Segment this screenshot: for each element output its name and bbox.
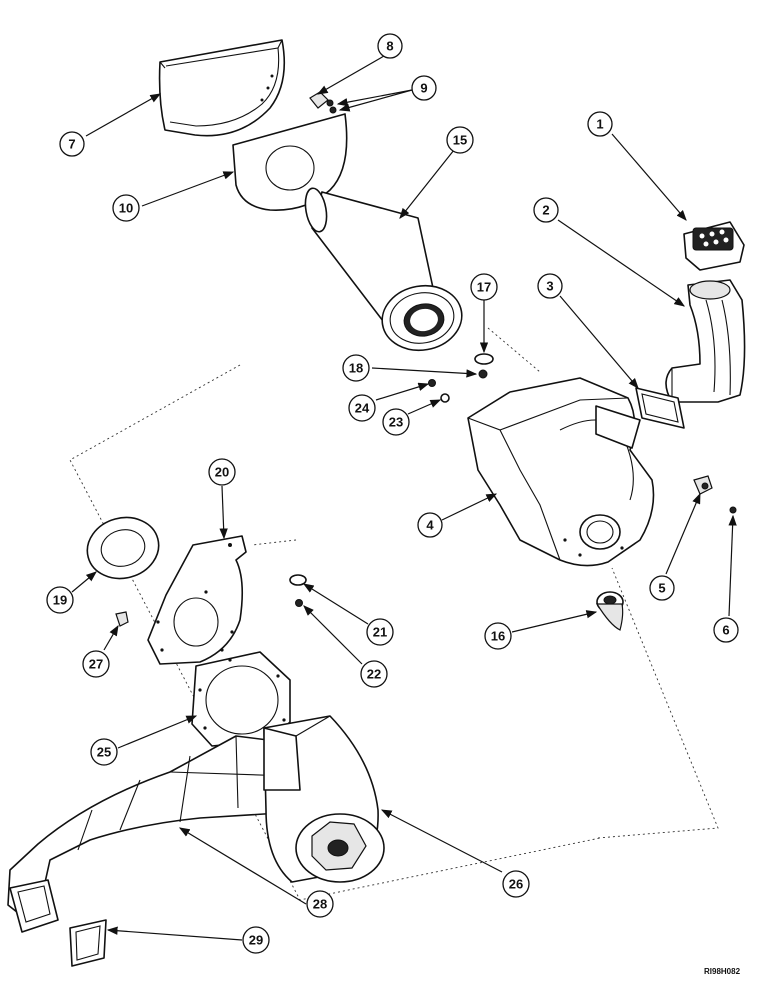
part-22-nut: [295, 599, 303, 607]
callout-21-text: 21: [373, 625, 387, 640]
part-6-nut: [729, 506, 737, 514]
part-20-bracket: [147, 535, 247, 665]
callout-18-text: 18: [349, 361, 363, 376]
callout-25-text: 25: [97, 745, 111, 760]
callout-21: 21: [366, 618, 394, 646]
callout-1: 1: [587, 111, 613, 137]
callout-1-text: 1: [596, 117, 603, 132]
callout-22-text: 22: [367, 667, 381, 682]
leader-lines: [71, 55, 737, 941]
callout-5: 5: [649, 575, 675, 601]
callout-28: 28: [306, 890, 334, 918]
part-4-housing: [467, 377, 655, 567]
part-1-grille: [683, 221, 745, 271]
part-17-washer: [474, 353, 494, 365]
part-5-sensor: [693, 475, 713, 495]
callout-26: 26: [502, 870, 530, 898]
reference-code: RI98H082: [704, 967, 741, 976]
callout-23-text: 23: [389, 415, 403, 430]
callout-26-text: 26: [509, 877, 523, 892]
part-29-gasket: [69, 919, 107, 967]
part-15-filter: [304, 187, 463, 352]
callout-15: 15: [446, 126, 474, 154]
part-28-duct: [7, 735, 297, 933]
callout-8: 8: [377, 33, 403, 59]
callout-4-text: 4: [426, 518, 434, 533]
part-16-grommet: [595, 591, 624, 631]
callout-23: 23: [382, 408, 410, 436]
callouts: 1 2 3 4 5 6 7 8 9 10 15 16 17 18 19 20 2…: [46, 33, 739, 954]
part-24-nut: [428, 379, 436, 387]
part-26-blower: [263, 715, 385, 883]
assembly-dotted-lines: [69, 327, 719, 901]
callout-29: 29: [242, 926, 270, 954]
callout-22: 22: [360, 660, 388, 688]
callout-7-text: 7: [68, 137, 75, 152]
callout-15-text: 15: [453, 133, 467, 148]
callout-25: 25: [90, 738, 118, 766]
callout-19-text: 19: [53, 593, 67, 608]
callout-28-text: 28: [313, 897, 327, 912]
callout-27: 27: [82, 650, 110, 678]
callout-29-text: 29: [249, 933, 263, 948]
part-18-nut: [478, 369, 488, 379]
callout-3-text: 3: [546, 279, 553, 294]
callout-2: 2: [533, 197, 559, 223]
callout-3: 3: [537, 273, 563, 299]
callout-24: 24: [348, 394, 376, 422]
callout-16: 16: [484, 622, 512, 650]
callout-18: 18: [342, 354, 370, 382]
part-23-washer: [440, 393, 450, 403]
callout-16-text: 16: [491, 629, 505, 644]
part-7-cover: [158, 39, 286, 137]
part-27-bolt: [115, 611, 129, 627]
callout-7: 7: [59, 131, 85, 157]
callout-17: 17: [470, 273, 498, 301]
callout-24-text: 24: [355, 401, 370, 416]
callout-10: 10: [112, 194, 140, 222]
callout-4: 4: [417, 512, 443, 538]
part-2-elbow-duct: [665, 279, 746, 403]
part-8-clip: [309, 91, 329, 109]
callout-19: 19: [46, 586, 74, 614]
part-19-ring-gasket: [86, 516, 160, 580]
part-10-gasket: [232, 113, 348, 211]
callout-6-text: 6: [722, 623, 729, 638]
callout-20: 20: [208, 458, 236, 486]
callout-2-text: 2: [542, 203, 549, 218]
callout-9-text: 9: [420, 81, 427, 96]
part-3-gasket: [635, 387, 685, 429]
callout-10-text: 10: [119, 201, 133, 216]
callout-20-text: 20: [215, 465, 229, 480]
callout-27-text: 27: [89, 657, 103, 672]
callout-8-text: 8: [386, 39, 393, 54]
callout-17-text: 17: [477, 280, 491, 295]
callout-9: 9: [411, 75, 437, 101]
part-9-nuts: [326, 99, 337, 114]
callout-6: 6: [713, 617, 739, 643]
part-21-washer: [289, 574, 307, 586]
callout-5-text: 5: [658, 581, 665, 596]
